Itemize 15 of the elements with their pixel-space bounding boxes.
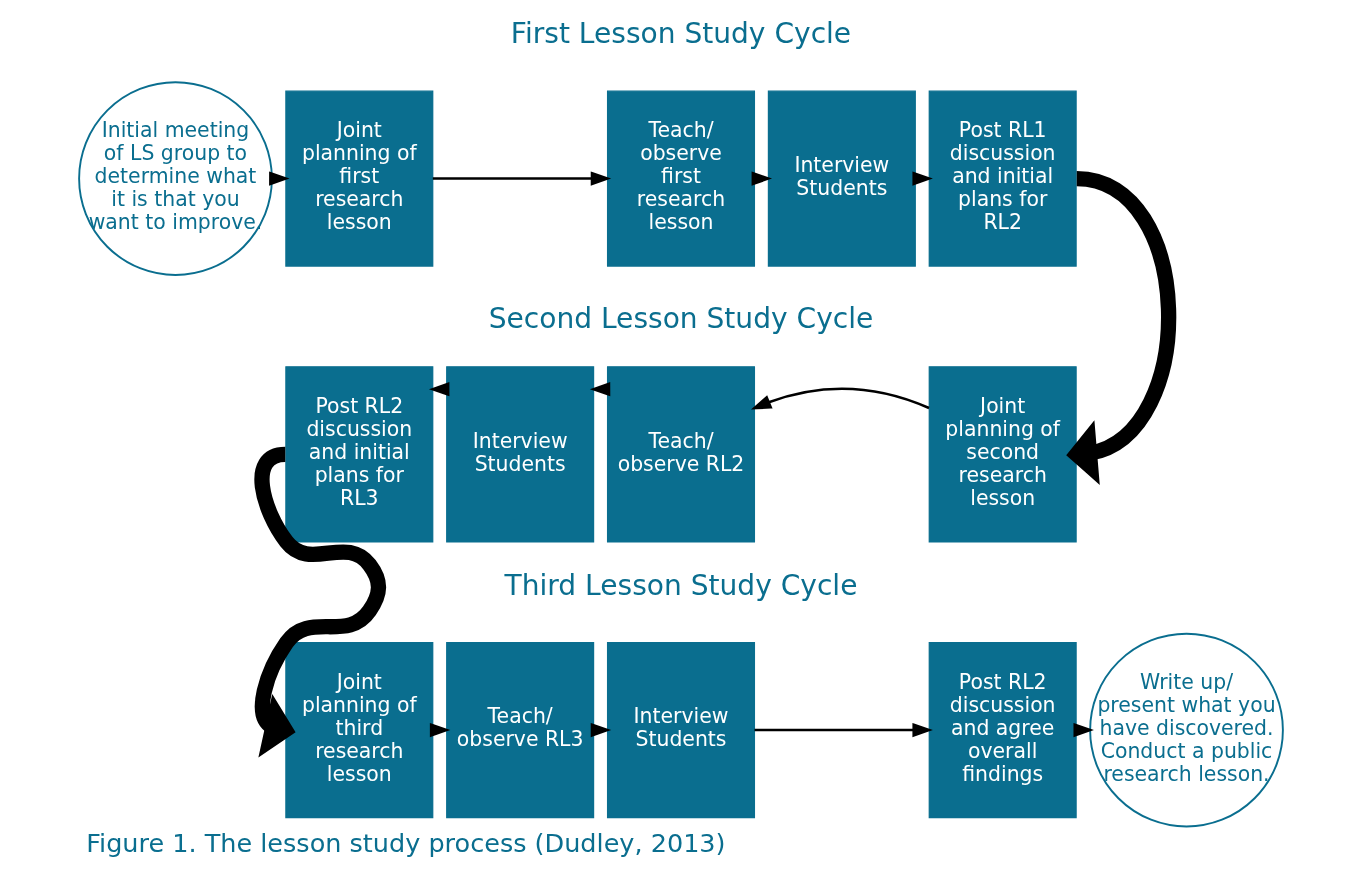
label: First Lesson Study Cycle: [510, 17, 852, 51]
arrow: [432, 171, 612, 186]
arrow: [754, 722, 933, 738]
caption: Figure 1. The lesson study process (Dudley, 2013): [86, 827, 726, 858]
label: Third Lesson Study Cycle: [504, 568, 858, 602]
node-circle: Write up/ present what you have discovered. Conduct a public research lesson.: [1089, 632, 1284, 828]
arrow: [254, 446, 387, 758]
label: Second Lesson Study Cycle: [488, 302, 874, 336]
arrow: [1066, 171, 1177, 486]
node-box: Joint planning of second research lesson: [928, 366, 1077, 543]
node-box: Post RL2 discussion and initial plans for RL3: [285, 366, 434, 543]
arrow: [750, 387, 930, 410]
node-box: Interview Students: [606, 641, 756, 819]
node-box: Joint planning of first research lesson: [285, 90, 434, 267]
node-box: Post RL1 discussion and initial plans for RL2: [928, 90, 1077, 267]
